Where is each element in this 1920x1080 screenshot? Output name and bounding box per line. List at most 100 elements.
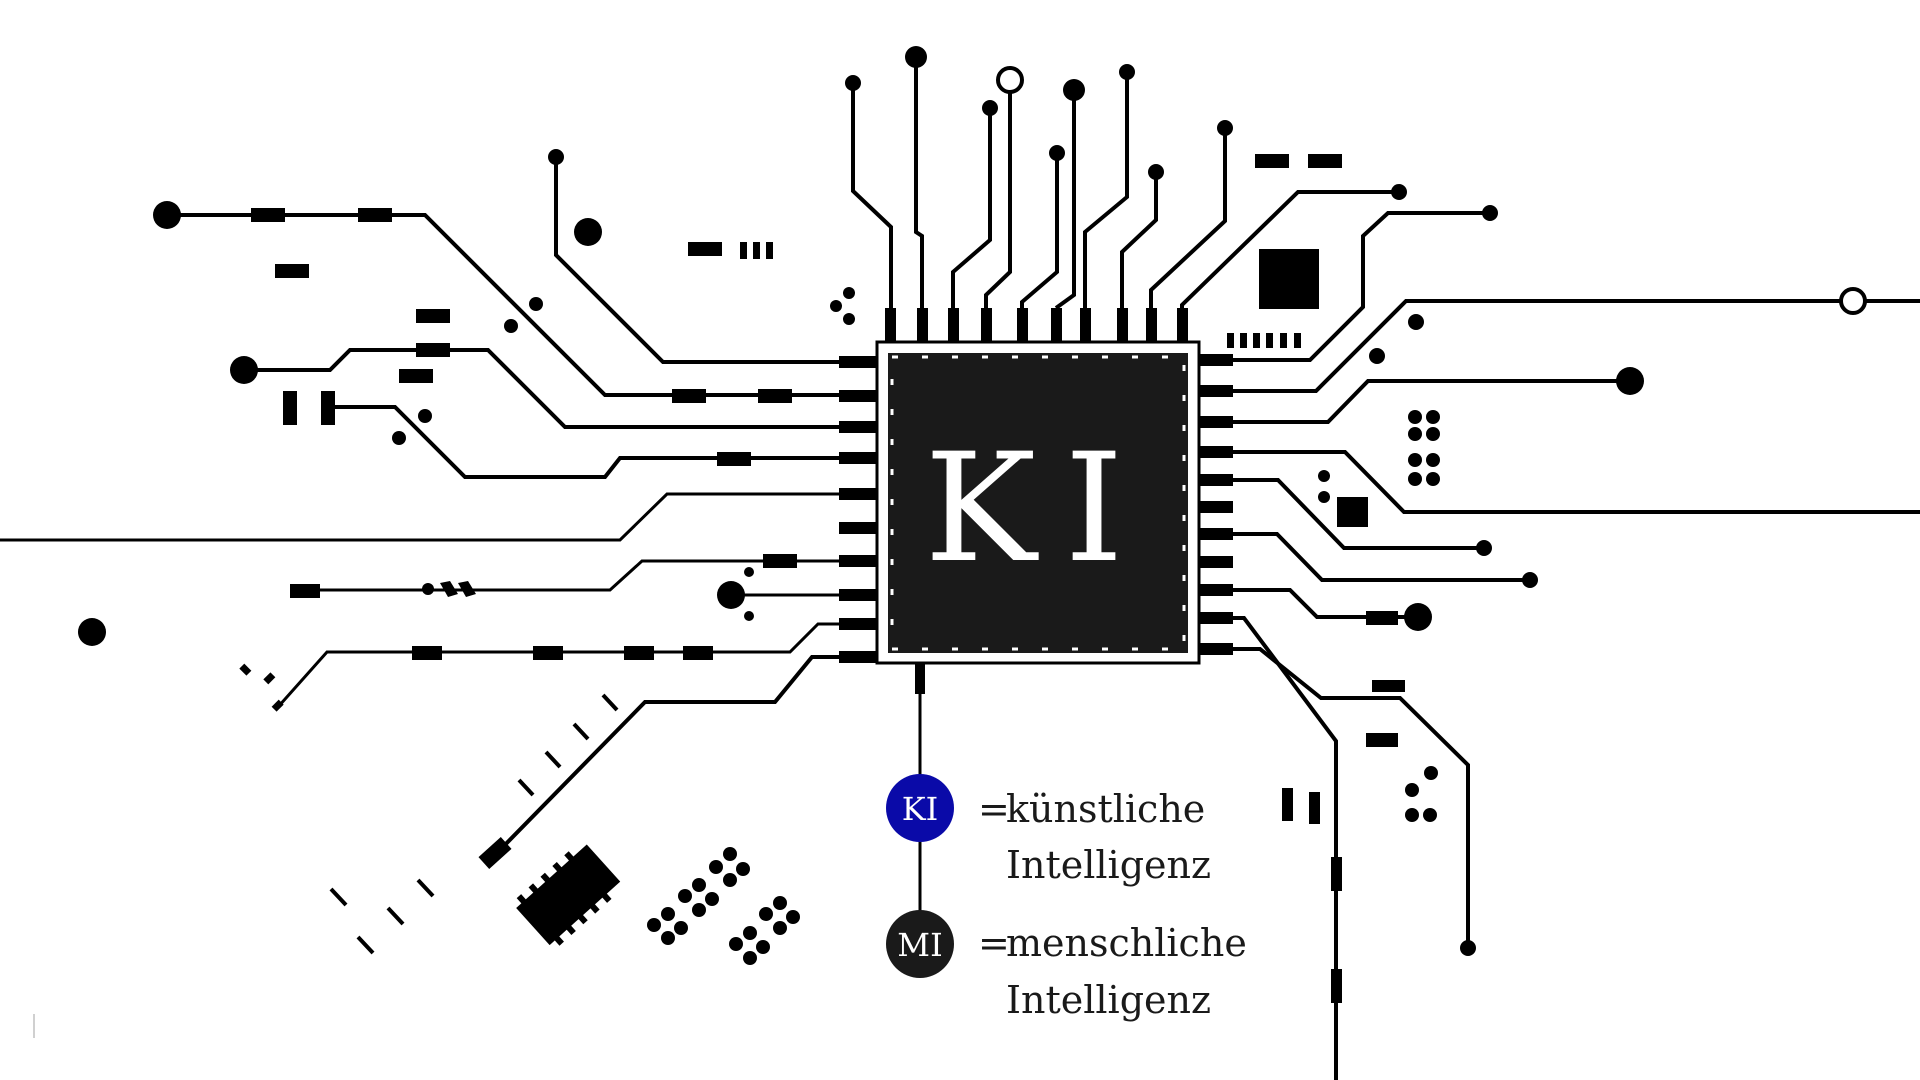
component-pad-icon <box>766 242 773 259</box>
pad-node-icon <box>982 100 998 116</box>
pin-header-icon <box>1227 333 1301 348</box>
resistor-icon <box>399 369 433 383</box>
trace-top-10 <box>1180 190 1399 308</box>
ki-equals: = <box>978 787 1010 831</box>
resistor-icon <box>672 389 706 403</box>
pad-node-icon <box>1616 367 1644 395</box>
trace-top-3 <box>951 108 992 308</box>
trace-right-3 <box>1233 379 1630 424</box>
tick-mark-icon <box>517 778 535 797</box>
via-icon <box>392 431 406 445</box>
via-icon <box>1408 314 1424 330</box>
trace-right-6 <box>1233 532 1530 582</box>
tick-mark-icon <box>601 693 619 712</box>
resistor-icon <box>1366 611 1398 625</box>
trace-left-6 <box>290 559 839 592</box>
pad-node-icon <box>1217 120 1233 136</box>
tick-mark-icon <box>329 887 348 907</box>
diode-icon <box>440 581 458 597</box>
via-icon <box>744 611 754 621</box>
capacitor-plate-icon <box>321 391 335 425</box>
component-pad-icon <box>275 264 309 278</box>
via-icon <box>78 618 106 646</box>
trace-top-4 <box>984 80 1012 308</box>
via-icon <box>843 313 855 325</box>
trace-right-5 <box>1233 478 1484 550</box>
tick-mark-icon <box>572 722 590 741</box>
trace-right-9 <box>1233 647 1470 948</box>
tick-mark-icon <box>356 935 375 955</box>
resistor-icon <box>683 646 713 660</box>
capacitor-plate-icon <box>283 391 297 425</box>
mi-line1: menschliche <box>1006 921 1247 965</box>
chip: KI <box>839 308 1233 694</box>
resistor-icon <box>533 646 563 660</box>
capacitor-plate-icon <box>1282 788 1293 821</box>
via-icon <box>422 583 434 595</box>
mi-equals: = <box>978 921 1010 965</box>
right-traces <box>1227 154 1920 1080</box>
via-icon <box>1318 491 1330 503</box>
mi-line2: Intelligenz <box>1006 978 1211 1022</box>
resistor-icon <box>763 554 797 568</box>
ki-badge <box>886 774 954 842</box>
pad-node-icon <box>1119 64 1135 80</box>
pad-open-node-icon <box>1839 287 1867 315</box>
via-icon <box>418 409 432 423</box>
chip-dashed-inner-border <box>890 355 1186 651</box>
chip-left-pins <box>839 356 877 663</box>
resistor-icon <box>1331 969 1342 1003</box>
resistor-icon <box>717 452 751 466</box>
pad-node-icon <box>1049 145 1065 161</box>
trace-top-1 <box>851 83 893 308</box>
legend: KI = künstliche Intelligenz MI = menschl… <box>886 694 1247 1022</box>
pad-node-icon <box>230 356 258 384</box>
via-icon <box>1405 808 1419 822</box>
via-icon <box>830 300 842 312</box>
resistor-icon <box>1255 154 1289 168</box>
via-icon <box>843 287 855 299</box>
resistor-icon <box>758 389 792 403</box>
ki-badge-label: KI <box>902 790 939 828</box>
ic-square-icon <box>1337 497 1368 527</box>
tick-mark-icon <box>544 750 562 769</box>
resistor-icon <box>416 309 450 323</box>
diode-icon <box>458 581 476 597</box>
pad-node-icon <box>1522 572 1538 588</box>
via-icon <box>1423 808 1437 822</box>
legend-item-ki: KI = künstliche Intelligenz <box>886 774 1211 887</box>
resistor-icon <box>624 646 654 660</box>
pad-node-icon <box>1482 205 1498 221</box>
via-icon <box>1405 783 1419 797</box>
trace-top-8 <box>1120 172 1158 308</box>
pad-node-icon <box>1476 540 1492 556</box>
pad-node-icon <box>905 46 927 68</box>
trace-left-9 <box>493 655 839 857</box>
trace-top-7 <box>1083 72 1129 308</box>
trace-top-5 <box>1020 153 1059 308</box>
trace-top-9 <box>1149 128 1227 308</box>
via-icon <box>1318 470 1330 482</box>
trace-right-8 <box>1233 616 1338 1080</box>
trace-left-5 <box>0 492 839 542</box>
via-icon <box>744 567 754 577</box>
ic-square-icon <box>1259 249 1319 309</box>
trace-top-2 <box>914 57 924 308</box>
resistor-icon <box>1308 154 1342 168</box>
resistor-icon <box>688 242 722 256</box>
chip-label: KI <box>924 422 1151 596</box>
mi-badge-label: MI <box>897 926 942 964</box>
tick-mark-icon <box>386 906 405 926</box>
component-pad-icon <box>239 663 252 676</box>
resistor-icon <box>1372 680 1405 692</box>
resistor-icon <box>358 208 392 222</box>
resistor-icon <box>1331 857 1342 891</box>
component-pad-icon <box>740 242 747 259</box>
trace-right-2 <box>1233 299 1920 393</box>
left-traces <box>0 149 855 965</box>
component-pad-icon <box>271 699 284 712</box>
top-traces <box>845 46 1407 310</box>
trace-left-4 <box>335 405 839 479</box>
trace-right-1 <box>1233 211 1490 362</box>
